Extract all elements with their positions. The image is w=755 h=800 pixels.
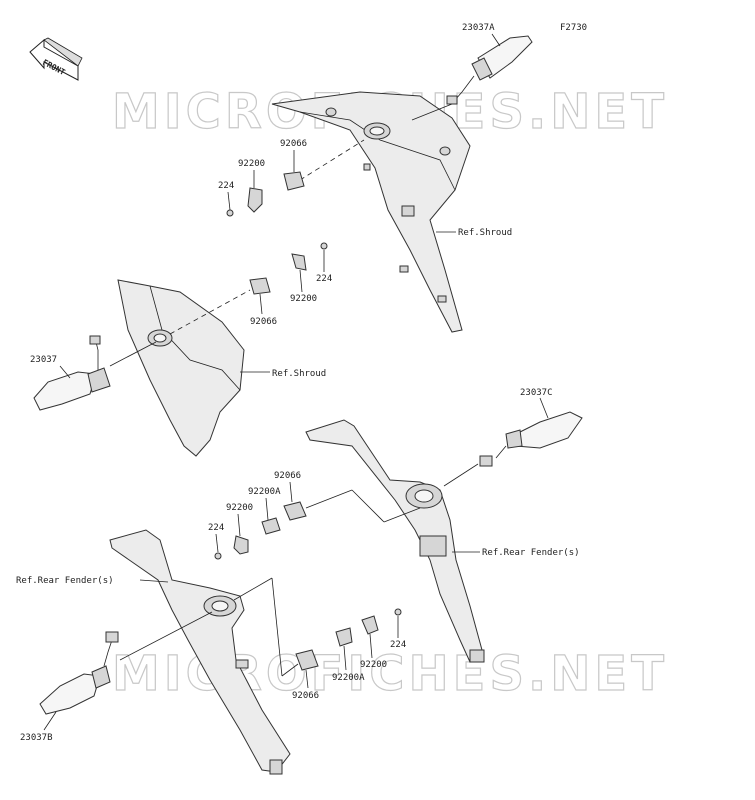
turn-signal-23037C — [479, 411, 583, 467]
label-92200-c: 92200 — [226, 503, 253, 513]
label-23037A: 23037A — [462, 23, 495, 33]
label-224-d: 224 — [390, 640, 406, 650]
shroud-right — [271, 91, 471, 333]
label-23037C: 23037C — [520, 388, 553, 398]
label-23037B: 23037B — [20, 733, 53, 743]
label-92200A-a: 92200A — [248, 487, 281, 497]
fastener-group-lower-upper — [214, 501, 307, 560]
fastener-group-middle — [249, 242, 328, 295]
label-92200-d: 92200 — [360, 660, 387, 670]
label-23037: 23037 — [30, 355, 57, 365]
rear-fender-left — [109, 529, 291, 775]
label-92200A-b: 92200A — [332, 673, 365, 683]
label-92200-a: 92200 — [238, 159, 265, 169]
turn-signal-23037B — [39, 631, 119, 715]
label-224-b: 224 — [316, 274, 332, 284]
label-ref-shroud-2: Ref.Shroud — [272, 369, 326, 379]
label-92066-a: 92066 — [280, 139, 307, 149]
label-92066-b: 92066 — [250, 317, 277, 327]
label-92200-b: 92200 — [290, 294, 317, 304]
label-224-c: 224 — [208, 523, 224, 533]
shroud-left — [117, 279, 245, 457]
label-ref-shroud-1: Ref.Shroud — [458, 228, 512, 238]
turn-signal-23037 — [33, 335, 111, 411]
fastener-group-lower — [295, 608, 402, 671]
rear-fender-right — [305, 419, 485, 663]
fastener-group-upper — [226, 171, 305, 217]
label-224-a: 224 — [218, 181, 234, 191]
label-92066-c: 92066 — [274, 471, 301, 481]
front-arrow-icon: FRONT — [29, 37, 83, 81]
turn-signal-23037A — [446, 35, 533, 105]
label-ref-rear-fender-right: Ref.Rear Fender(s) — [482, 548, 580, 558]
label-92066-d: 92066 — [292, 691, 319, 701]
label-ref-rear-fender-left: Ref.Rear Fender(s) — [16, 576, 114, 586]
figure-code: F2730 — [560, 23, 587, 33]
